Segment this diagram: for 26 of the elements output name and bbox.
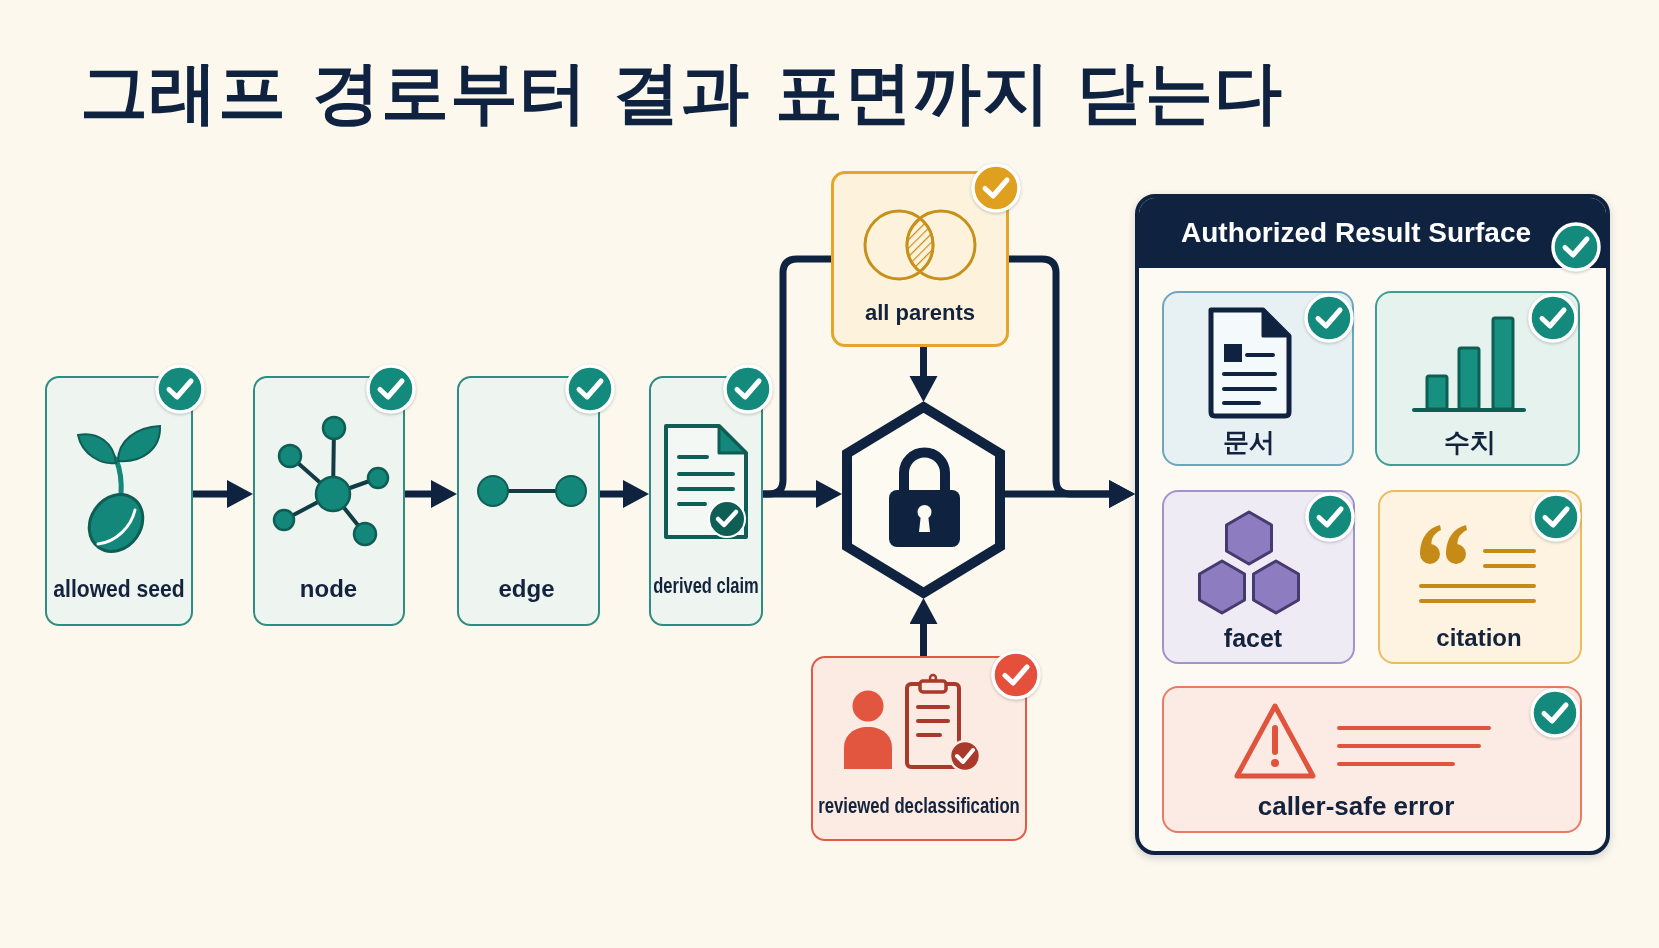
result-card xyxy=(1162,490,1355,664)
title: 그래프 경로부터 결과 표면까지 닫는다 xyxy=(80,54,1283,133)
arrow xyxy=(600,480,649,508)
box-label: node xyxy=(299,576,358,601)
connector-line xyxy=(763,255,831,498)
box-label: allowed seed xyxy=(52,576,185,601)
panel-header: Authorized Result Surface xyxy=(1139,198,1606,268)
arrow xyxy=(909,347,938,402)
box-label: citation xyxy=(1436,626,1522,650)
box-label: derived claim xyxy=(652,574,759,597)
box-label: reviewed declassification xyxy=(817,794,1020,817)
box-label: edge xyxy=(498,576,555,601)
box-label: 수치 xyxy=(1444,429,1496,455)
box-label: caller-safe error xyxy=(1257,793,1455,819)
box-label: 문서 xyxy=(1223,429,1275,455)
box-label: facet xyxy=(1223,625,1283,651)
result-card xyxy=(1378,490,1582,664)
result-card xyxy=(1375,291,1580,466)
arrow xyxy=(1009,255,1135,508)
arrow xyxy=(909,598,938,656)
result-card xyxy=(1162,686,1582,833)
result-card xyxy=(1162,291,1354,466)
box-label: all parents xyxy=(865,302,975,324)
arrow xyxy=(405,480,457,508)
arrow xyxy=(193,480,253,508)
result-panel xyxy=(1135,194,1610,855)
